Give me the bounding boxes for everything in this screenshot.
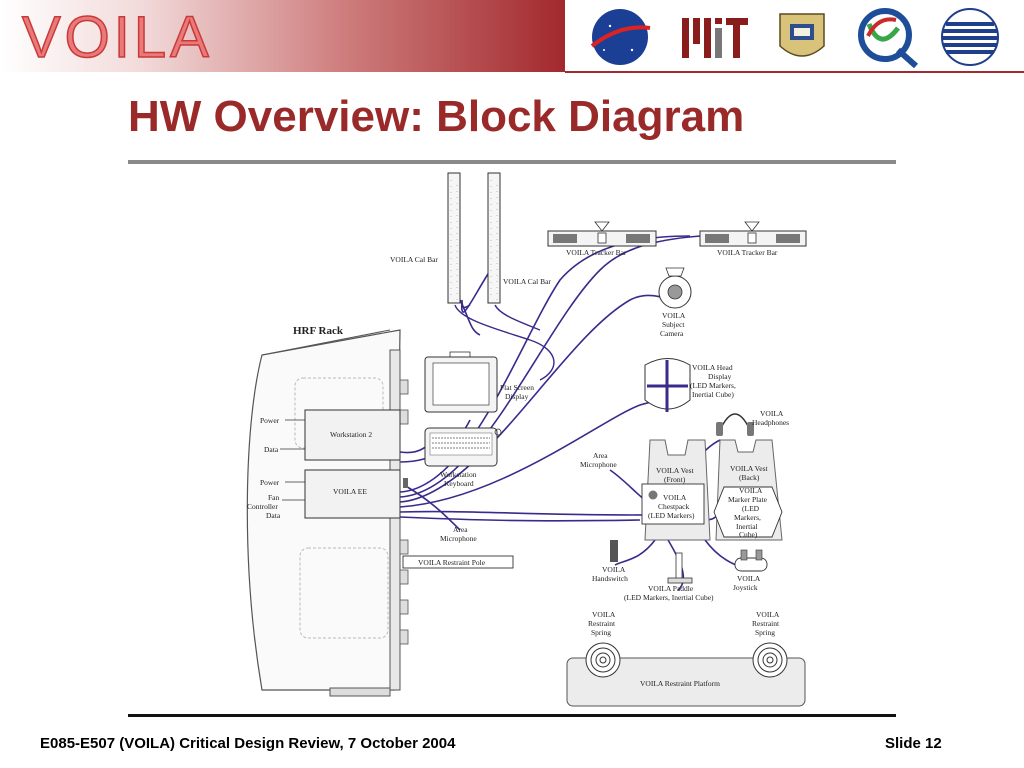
restraint-pole-label: VOILA Restraint Pole (418, 558, 486, 567)
marker-plate-label-4: Markers, (734, 513, 761, 522)
headphones-label-1: VOILA (760, 409, 784, 418)
chestpack-label-3: (LED Markers) (648, 511, 695, 520)
power-label-2: Power (260, 478, 280, 487)
tracker-bar-left-label: VOILA Tracker Bar (566, 248, 627, 257)
paddle-label-2: (LED Markers, Inertial Cube) (624, 593, 714, 602)
mit-logo (682, 18, 748, 58)
subject-camera-label-3: Camera (660, 329, 684, 338)
vest-back-label-1: VOILA Vest (730, 464, 768, 473)
slide-title: HW Overview: Block Diagram (128, 92, 745, 141)
restraint-pole (402, 555, 514, 569)
area-microphone-upper-label-1: Area (593, 451, 608, 460)
workstation-2-box (304, 409, 401, 461)
university-crest-logo (779, 13, 825, 57)
header-banner: VOILA (0, 0, 565, 72)
area-microphone-lower-label-2: Microphone (440, 534, 477, 543)
cal-bar-right (487, 172, 501, 304)
joystick-icon (734, 549, 768, 572)
handswitch-label-1: VOILA (602, 565, 626, 574)
flat-screen-label-1: Flat Screen (500, 383, 534, 392)
cal-bar-left-label: VOILA Cal Bar (390, 255, 438, 264)
partner-logos (590, 8, 999, 68)
flat-screen-label-2: Display (505, 392, 529, 401)
marker-plate-label-2: Marker Plate (728, 495, 768, 504)
headphones-label-2: Headphones (752, 418, 789, 427)
handswitch-label-2: Handswitch (592, 574, 628, 583)
joystick-label-1: VOILA (737, 574, 761, 583)
subject-camera (658, 267, 692, 309)
restraint-platform-label: VOILA Restraint Platform (640, 679, 720, 688)
restraint-spring-left-label-2: Restraint (588, 619, 616, 628)
workstation-2-label: Workstation 2 (330, 430, 372, 439)
head-display-label-1: VOILA Head (692, 363, 733, 372)
subject-camera-label-2: Subject (662, 320, 685, 329)
marker-plate-label-1: VOILA (739, 486, 763, 495)
marker-plate (713, 486, 783, 538)
tracker-bar-right-label: VOILA Tracker Bar (717, 248, 778, 257)
flat-screen-display (424, 351, 498, 413)
subject-camera-label-1: VOILA (662, 311, 686, 320)
cal-bar-left (447, 172, 461, 304)
restraint-spring-right-icon (752, 642, 788, 678)
fan-label: Fan (268, 493, 280, 502)
voila-brand-logo: VOILA (21, 4, 213, 71)
vest-front-label-1: VOILA Vest (656, 466, 694, 475)
area-microphone-lower-label-1: Area (453, 525, 468, 534)
keyboard-label-2: Keyboard (444, 479, 474, 488)
logo-strip-divider (565, 71, 1024, 73)
paddle-label-1: VOILA Paddle (648, 584, 694, 593)
marker-plate-label-6: Cube) (739, 530, 758, 539)
head-display-label-3: (LED Markers, (690, 381, 736, 390)
power-label-1: Power (260, 416, 280, 425)
area-microphone-upper-icon (648, 490, 658, 500)
q-logo (858, 8, 918, 68)
data-label-1: Data (264, 445, 279, 454)
restraint-spring-right-label-3: Spring (755, 628, 775, 637)
voila-ee-label: VOILA EE (333, 487, 367, 496)
tracker-bar-left (547, 221, 657, 247)
head-display-label-2: Display (708, 372, 732, 381)
chestpack-label-1: VOILA (663, 493, 687, 502)
restraint-spring-left-icon (585, 642, 621, 678)
striped-globe-logo (941, 8, 999, 66)
marker-plate-label-3: (LED (742, 504, 760, 513)
area-microphone-lower-icon (403, 478, 408, 488)
joystick-label-2: Joystick (733, 583, 758, 592)
voila-ee-box (304, 469, 401, 519)
title-underline (128, 160, 896, 164)
paddle-icon (667, 552, 693, 584)
workstation-keyboard (424, 427, 502, 467)
handswitch-icon (610, 540, 618, 562)
footer-review-title: E085-E507 (VOILA) Critical Design Review… (40, 735, 456, 752)
vest-back-label-2: (Back) (739, 473, 760, 482)
area-microphone-upper-label-2: Microphone (580, 460, 617, 469)
footer-rule (128, 714, 896, 717)
nasa-logo (590, 9, 651, 65)
cal-bar-right-label: VOILA Cal Bar (503, 277, 551, 286)
restraint-spring-right-label-1: VOILA (756, 610, 780, 619)
head-display (644, 358, 691, 412)
restraint-platform (566, 657, 806, 707)
restraint-spring-right-label-2: Restraint (752, 619, 780, 628)
restraint-spring-left-label-1: VOILA (592, 610, 616, 619)
restraint-spring-left-label-3: Spring (591, 628, 611, 637)
keyboard-label-1: Workstation (440, 470, 477, 479)
head-display-label-4: Inertial Cube) (692, 390, 734, 399)
marker-plate-label-5: Inertial (736, 522, 758, 531)
vest-front-label-2: (Front) (664, 475, 686, 484)
cal-bar-cables (454, 304, 555, 381)
data-label-2: Data (266, 511, 281, 520)
hrf-rack-label: HRF Rack (293, 325, 344, 337)
headphones (716, 413, 754, 436)
controller-label: Controller (247, 502, 278, 511)
chestpack-label-2: Chestpack (658, 502, 689, 511)
tracker-bar-right (699, 221, 807, 247)
slide-number: Slide 12 (885, 735, 942, 752)
